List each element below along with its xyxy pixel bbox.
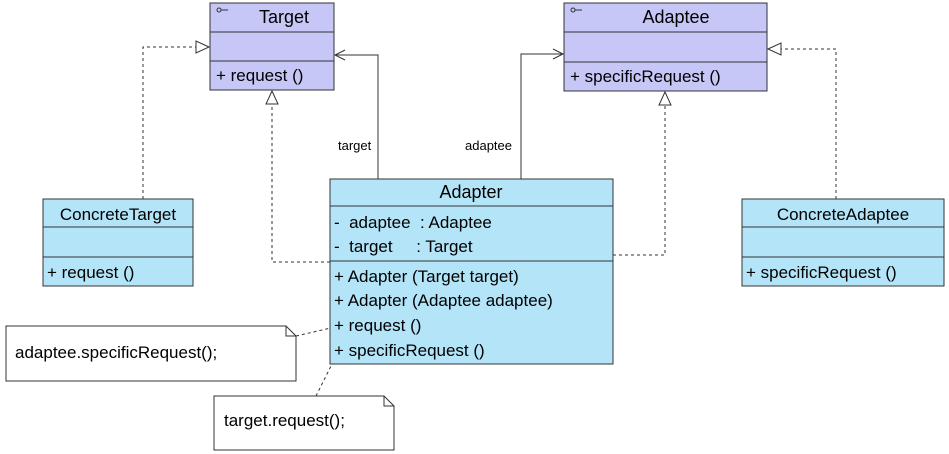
operation: + Adapter (Adaptee adaptee) — [334, 291, 553, 310]
operation: + request () — [216, 66, 303, 85]
realization-concrete-adaptee-to-adaptee — [766, 42, 837, 199]
realization-arrowhead — [265, 89, 279, 105]
note-adaptee-call[interactable]: adaptee.specificRequest(); — [5, 325, 297, 382]
class-name: Adaptee — [642, 7, 709, 27]
operation: + Adapter (Target target) — [334, 267, 519, 286]
operation: + request () — [334, 316, 421, 335]
operation: + specificRequest () — [570, 67, 721, 86]
class-name: ConcreteTarget — [60, 205, 177, 224]
class-concrete-target[interactable]: ConcreteTarget + request () — [42, 198, 194, 287]
attribute: - adaptee : Adaptee — [334, 213, 492, 232]
realization-adapter-to-target — [265, 89, 330, 263]
realization-arrowhead — [195, 40, 211, 54]
class-adapter[interactable]: Adapter - adaptee : Adaptee - target : T… — [329, 178, 614, 365]
note-text: adaptee.specificRequest(); — [15, 343, 217, 362]
class-concrete-adaptee[interactable]: ConcreteAdaptee + specificRequest () — [741, 198, 945, 287]
association-arrowhead — [552, 48, 565, 60]
association-adapter-to-target: target — [333, 49, 379, 179]
role-label-target: target — [338, 138, 372, 153]
association-arrowhead — [333, 49, 346, 61]
note-target-call[interactable]: target.request(); — [213, 395, 395, 451]
operation: + request () — [47, 263, 134, 282]
class-target[interactable]: Target + request () — [209, 2, 335, 91]
operation: + specificRequest () — [334, 341, 485, 360]
realization-concrete-target-to-target — [142, 40, 211, 199]
class-adaptee[interactable]: Adaptee + specificRequest () — [563, 2, 768, 92]
realization-adapter-to-adaptee — [613, 90, 672, 256]
interface-icon — [570, 7, 582, 13]
association-adapter-to-adaptee: adaptee — [465, 48, 565, 179]
role-label-adaptee: adaptee — [465, 138, 512, 153]
class-name: Target — [259, 7, 309, 27]
class-name: ConcreteAdaptee — [777, 205, 909, 224]
note-text: target.request(); — [224, 411, 345, 430]
operation: + specificRequest () — [746, 263, 897, 282]
realization-arrowhead — [766, 42, 782, 56]
attribute: - target : Target — [334, 237, 473, 256]
class-name: Adapter — [439, 182, 502, 202]
realization-arrowhead — [658, 90, 672, 106]
interface-icon — [216, 7, 228, 13]
